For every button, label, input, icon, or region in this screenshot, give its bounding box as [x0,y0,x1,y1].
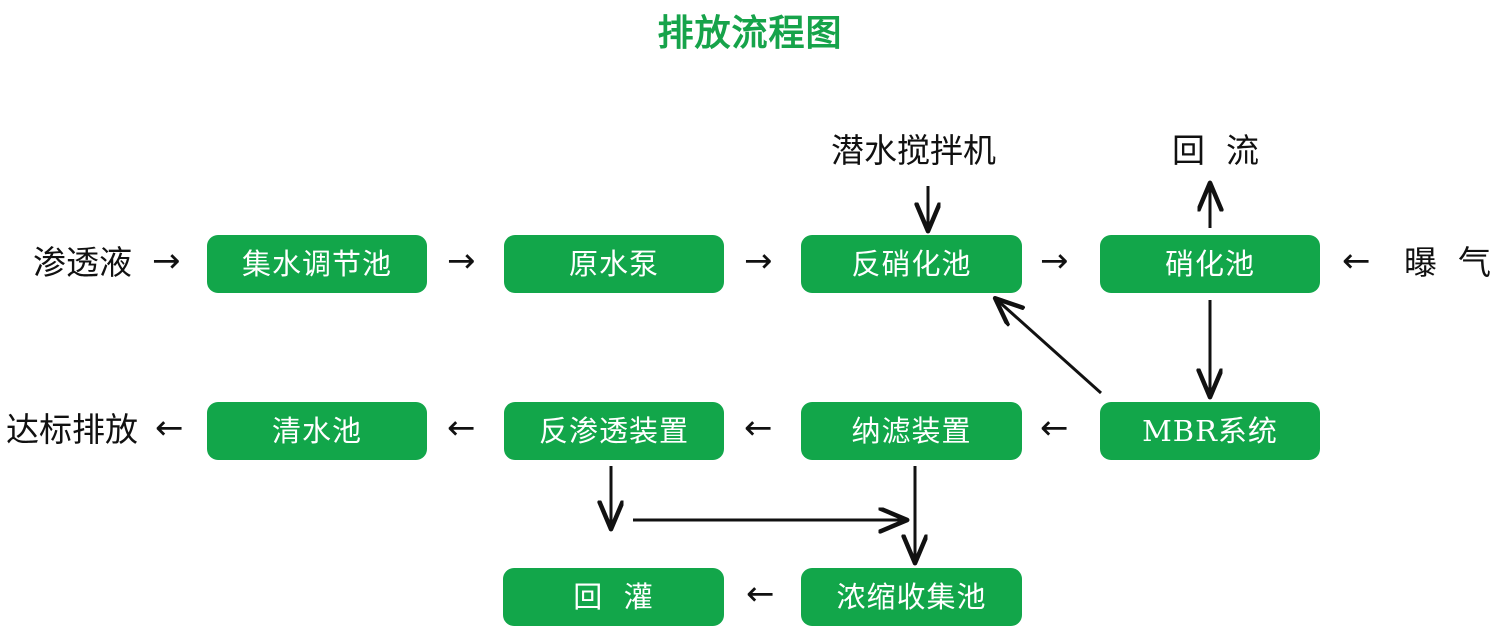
node-collection-tank[interactable]: 集水调节池 [207,235,427,293]
node-nanofiltration-unit[interactable]: 纳滤装置 [801,402,1022,460]
node-raw-water-pump[interactable]: 原水泵 [504,235,724,293]
arrow-mbr-to-nanofiltration-icon: ← [1040,408,1069,448]
node-collection-tank-label: 集水调节池 [241,246,392,281]
node-reverse-osmosis-unit[interactable]: 反渗透装置 [504,402,724,460]
node-backfill[interactable]: 回 灌 [503,568,724,626]
node-backfill-label: 回 灌 [573,579,654,614]
label-submersible-mixer: 潜水搅拌机 [831,131,996,170]
node-nitrification-tank-label: 硝化池 [1164,246,1255,281]
node-clean-water-tank[interactable]: 清水池 [207,402,427,460]
arrow-aeration-to-nitrification-icon: ← [1342,241,1371,281]
arrow-concentrate-to-backfill-icon: ← [746,574,775,614]
node-mbr-system[interactable]: MBR系统 [1100,402,1320,460]
arrow-pump-to-denitrification-icon: → [744,241,773,281]
arrow-nanofiltration-to-ro-icon: ← [744,408,773,448]
label-influent: 渗透液 [33,243,132,282]
arrow-collection-tank-to-pump-icon: → [447,241,476,281]
node-raw-water-pump-label: 原水泵 [568,246,659,281]
page-title: 排放流程图 [657,13,843,54]
arrow-influent-to-collection-tank-icon: → [152,241,181,281]
label-aeration: 曝 气 [1404,243,1491,282]
arrow-denitrification-to-nitrification-icon: → [1040,241,1069,281]
label-compliant-discharge: 达标排放 [6,410,138,449]
node-nitrification-tank[interactable]: 硝化池 [1100,235,1320,293]
node-reverse-osmosis-unit-label: 反渗透装置 [538,413,689,448]
edge-mbr-to-denitrification [996,299,1103,395]
label-return-flow: 回 流 [1172,131,1259,170]
node-denitrification-tank[interactable]: 反硝化池 [801,235,1022,293]
node-denitrification-tank-label: 反硝化池 [851,246,972,281]
arrow-ro-to-clean-water-icon: ← [447,408,476,448]
node-mbr-system-label: MBR系统 [1142,413,1278,448]
arrow-clean-water-to-discharge-icon: ← [155,408,184,448]
node-clean-water-tank-label: 清水池 [271,413,362,448]
node-concentrate-collection-tank[interactable]: 浓缩收集池 [801,568,1022,626]
node-concentrate-collection-tank-label: 浓缩收集池 [836,579,987,614]
node-nanofiltration-unit-label: 纳滤装置 [851,413,972,448]
